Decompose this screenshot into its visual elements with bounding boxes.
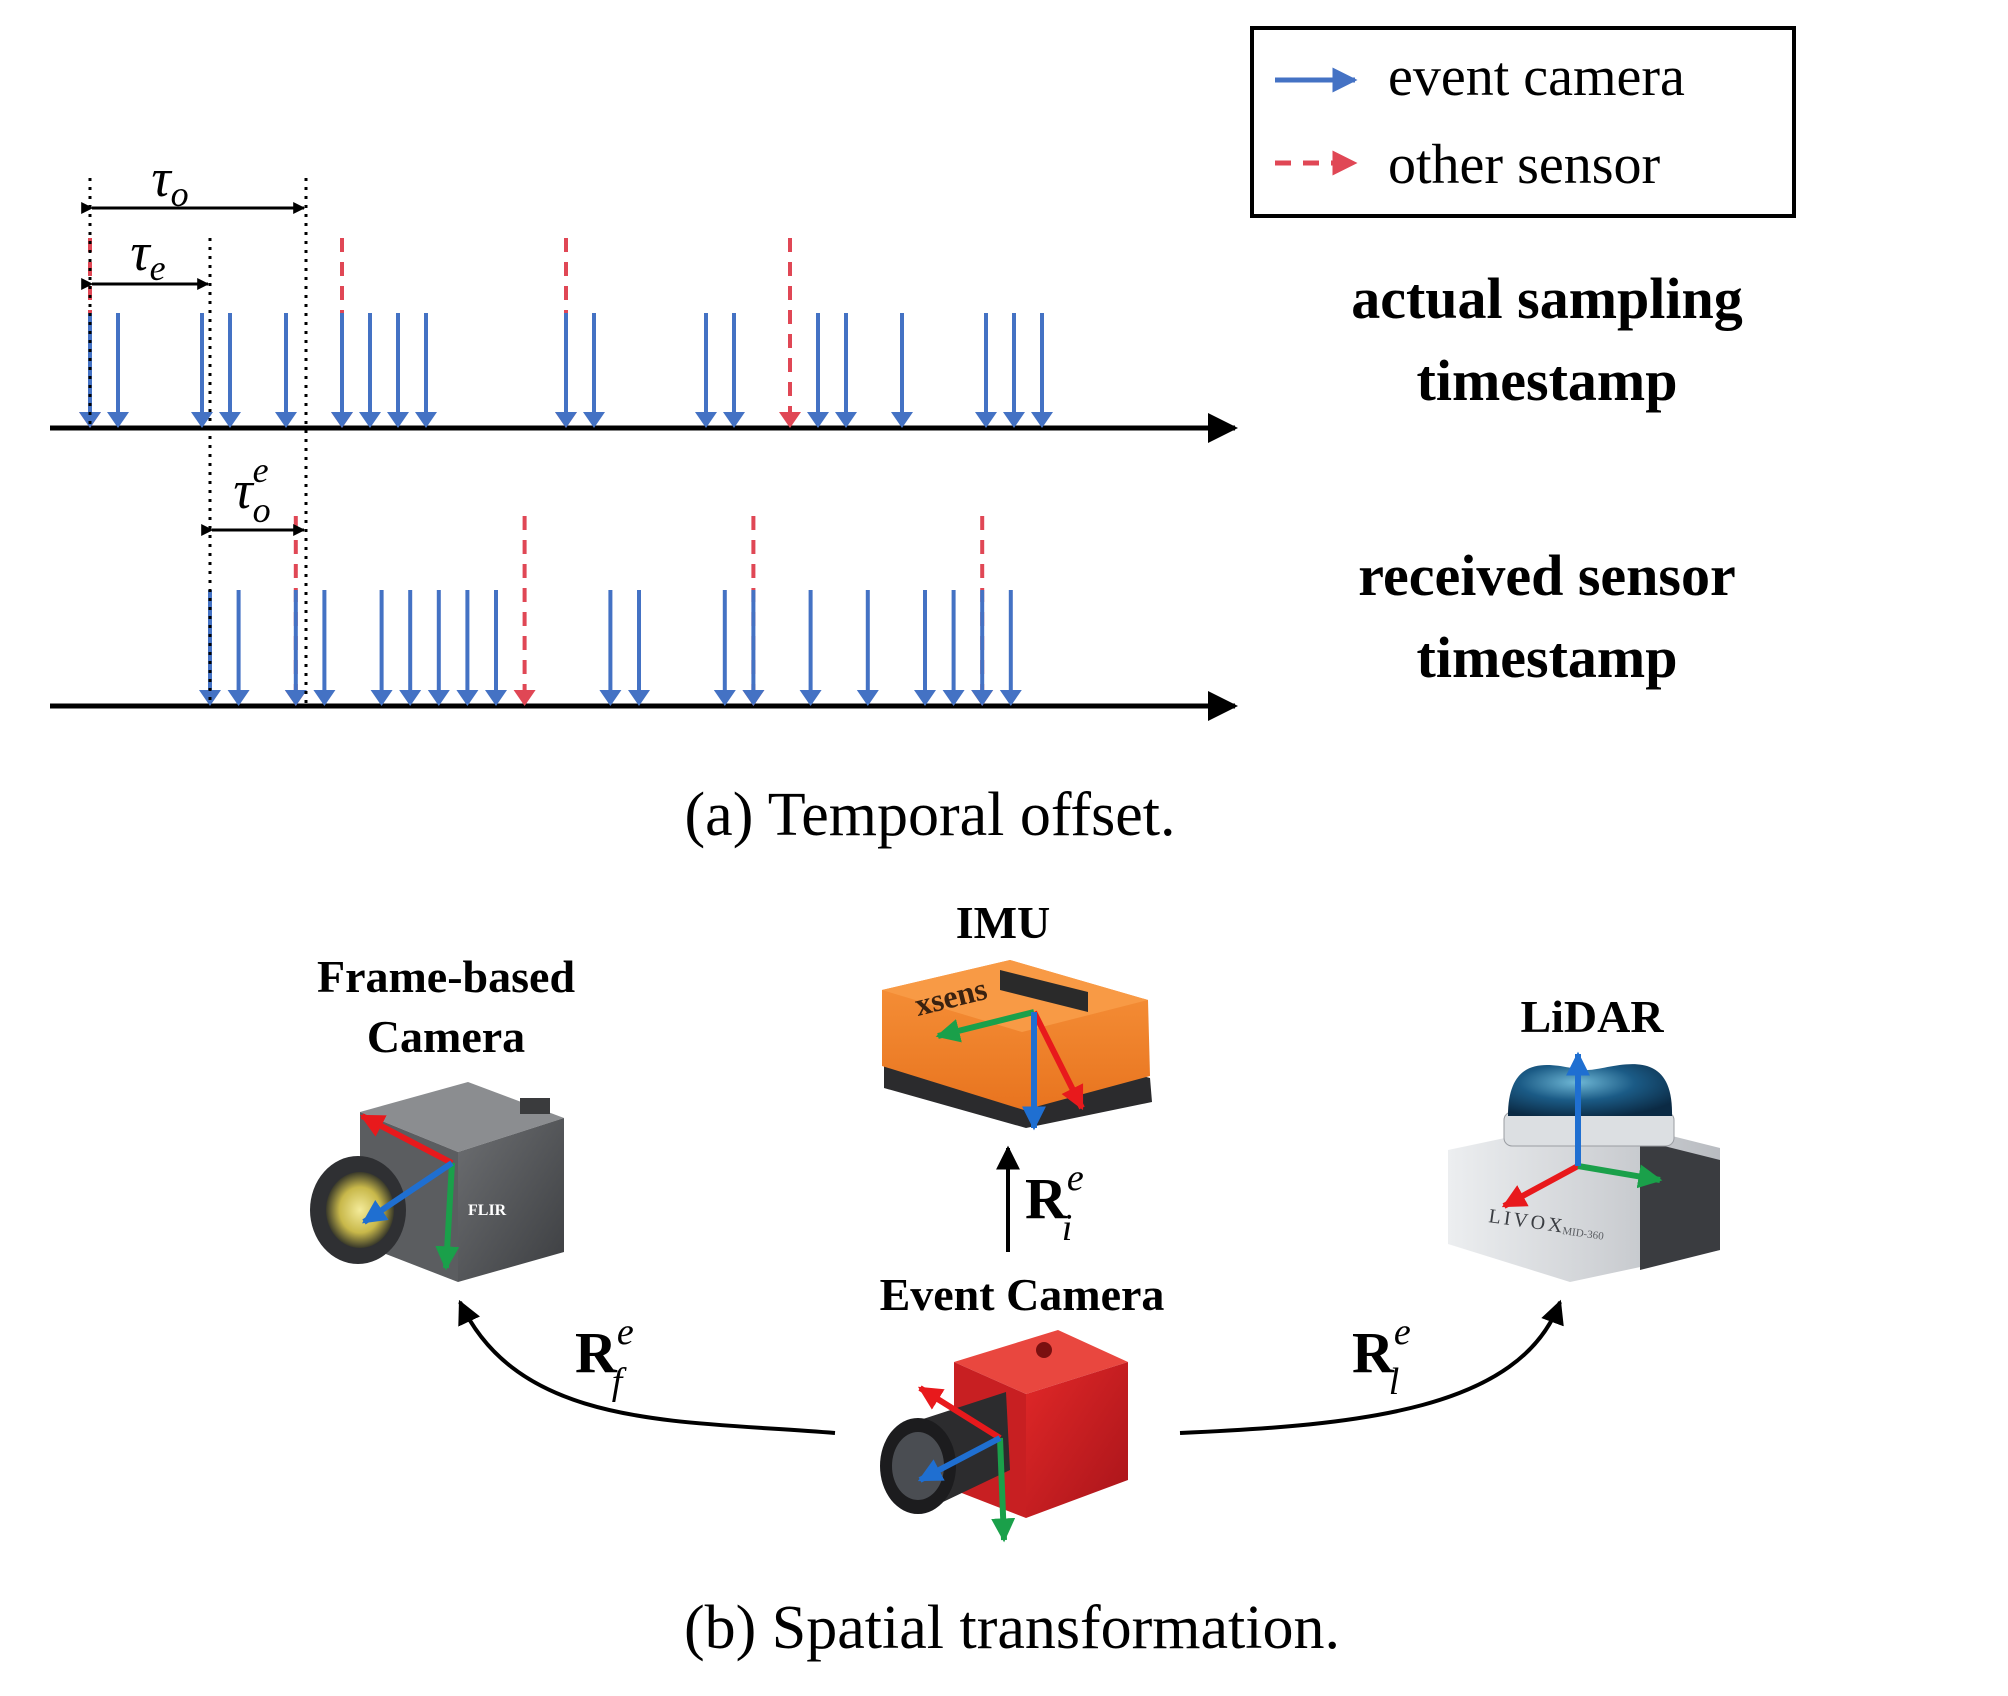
row1-event-tick-head-18	[1031, 412, 1053, 428]
row2-event-tick-head-10	[628, 690, 650, 706]
tau-e-label: τe	[130, 222, 165, 288]
row1-event-tick-head-5	[331, 412, 353, 428]
timeline-ticks	[79, 238, 1053, 706]
row1-event-tick-head-15	[891, 412, 913, 428]
row1-event-tick-head-16	[975, 412, 997, 428]
row2-other-tick-head-1	[513, 690, 536, 706]
imu-axis-y	[1031, 1010, 1085, 1111]
legend: event camera other sensor	[1250, 26, 1796, 218]
offset-brackets: τo τe τoe	[81, 148, 308, 706]
event-axis-y	[991, 1437, 1016, 1543]
frame-camera-label-line2: Camera	[367, 1011, 525, 1062]
row2-event-tick-head-11	[713, 690, 736, 706]
row1-event-tick-head-10	[583, 412, 605, 428]
row1-other-tick-head-3	[779, 412, 801, 428]
row2-event-tick-head-12	[742, 690, 765, 706]
row2-event-tick-head-2	[284, 690, 307, 706]
row2-event-tick-head-8	[485, 690, 507, 706]
event-camera-image	[880, 1330, 1128, 1543]
row2-label-line1: received sensor	[1358, 543, 1735, 608]
row1-event-tick-head-1	[107, 412, 129, 428]
row2-event-tick-head-6	[427, 690, 450, 706]
row1-event-tick-head-14	[835, 412, 857, 428]
frame-camera-label-line1: Frame-based	[317, 951, 575, 1002]
row1-event-tick-head-13	[807, 412, 829, 428]
r-f-arrow	[458, 1299, 836, 1435]
imu-image: xsens	[882, 960, 1152, 1131]
event-axis-x	[917, 1385, 1002, 1441]
lidar-axis-y	[1577, 1163, 1663, 1189]
row1-event-tick-head-7	[387, 412, 409, 428]
r-l-arrow	[1179, 1299, 1564, 1435]
event-camera-label: Event Camera	[880, 1269, 1165, 1320]
row1-label-line1: actual sampling	[1351, 266, 1743, 331]
row1-event-tick-head-4	[275, 412, 297, 428]
imu-axis-x	[935, 1009, 1035, 1043]
frame-camera-image: FLIR	[310, 1082, 564, 1282]
frame-camera-brand: FLIR	[468, 1202, 507, 1219]
event-axis-z	[917, 1435, 1002, 1483]
row1-event-tick-head-9	[555, 412, 577, 428]
frame-axis-y	[435, 1162, 460, 1271]
tau-oe-label: τoe	[233, 450, 270, 530]
legend-other-label: other sensor	[1388, 134, 1661, 196]
row2-label-line2: timestamp	[1417, 625, 1678, 690]
legend-event-label: event camera	[1388, 46, 1685, 108]
row2-event-tick-head-9	[599, 690, 622, 706]
lidar-label: LiDAR	[1520, 991, 1664, 1042]
row1-event-tick-head-6	[359, 412, 381, 428]
imu-label: IMU	[956, 897, 1051, 948]
row2-event-tick-head-14	[856, 690, 879, 706]
legend-box	[1250, 26, 1796, 218]
tau-o-label: τo	[151, 148, 188, 214]
row1-label-line2: timestamp	[1417, 348, 1678, 413]
row1-event-tick-head-0	[79, 412, 101, 428]
row1-event-tick-head-12	[723, 412, 745, 428]
row1-event-tick-head-2	[191, 412, 213, 428]
row1-event-tick-head-3	[219, 412, 241, 428]
frame-axis-z	[362, 1160, 454, 1225]
lidar-model: MID-360	[1562, 1225, 1605, 1243]
row2-event-tick-head-17	[971, 690, 994, 706]
row2-event-tick-head-18	[999, 690, 1022, 706]
row1-event-tick-head-11	[695, 412, 717, 428]
row1-event-tick-head-8	[415, 412, 437, 428]
caption-b: (b) Spatial transformation.	[684, 1594, 1340, 1662]
row2-event-tick-head-5	[399, 690, 422, 706]
row2-event-tick-head-4	[370, 690, 393, 706]
row2-event-tick-head-3	[313, 690, 336, 706]
row1-event-tick-head-17	[1003, 412, 1025, 428]
row2-event-tick-head-16	[942, 690, 965, 706]
lidar-image: LIVOX MID-360	[1448, 1051, 1720, 1282]
row2-event-tick-head-13	[799, 690, 822, 706]
caption-a: (a) Temporal offset.	[685, 781, 1176, 849]
frame-axis-x	[359, 1113, 454, 1166]
row2-event-tick-head-1	[227, 690, 250, 706]
row2-event-tick-head-7	[456, 690, 479, 706]
lidar-axis-x	[1501, 1163, 1580, 1209]
row2-event-tick-head-15	[914, 690, 936, 706]
